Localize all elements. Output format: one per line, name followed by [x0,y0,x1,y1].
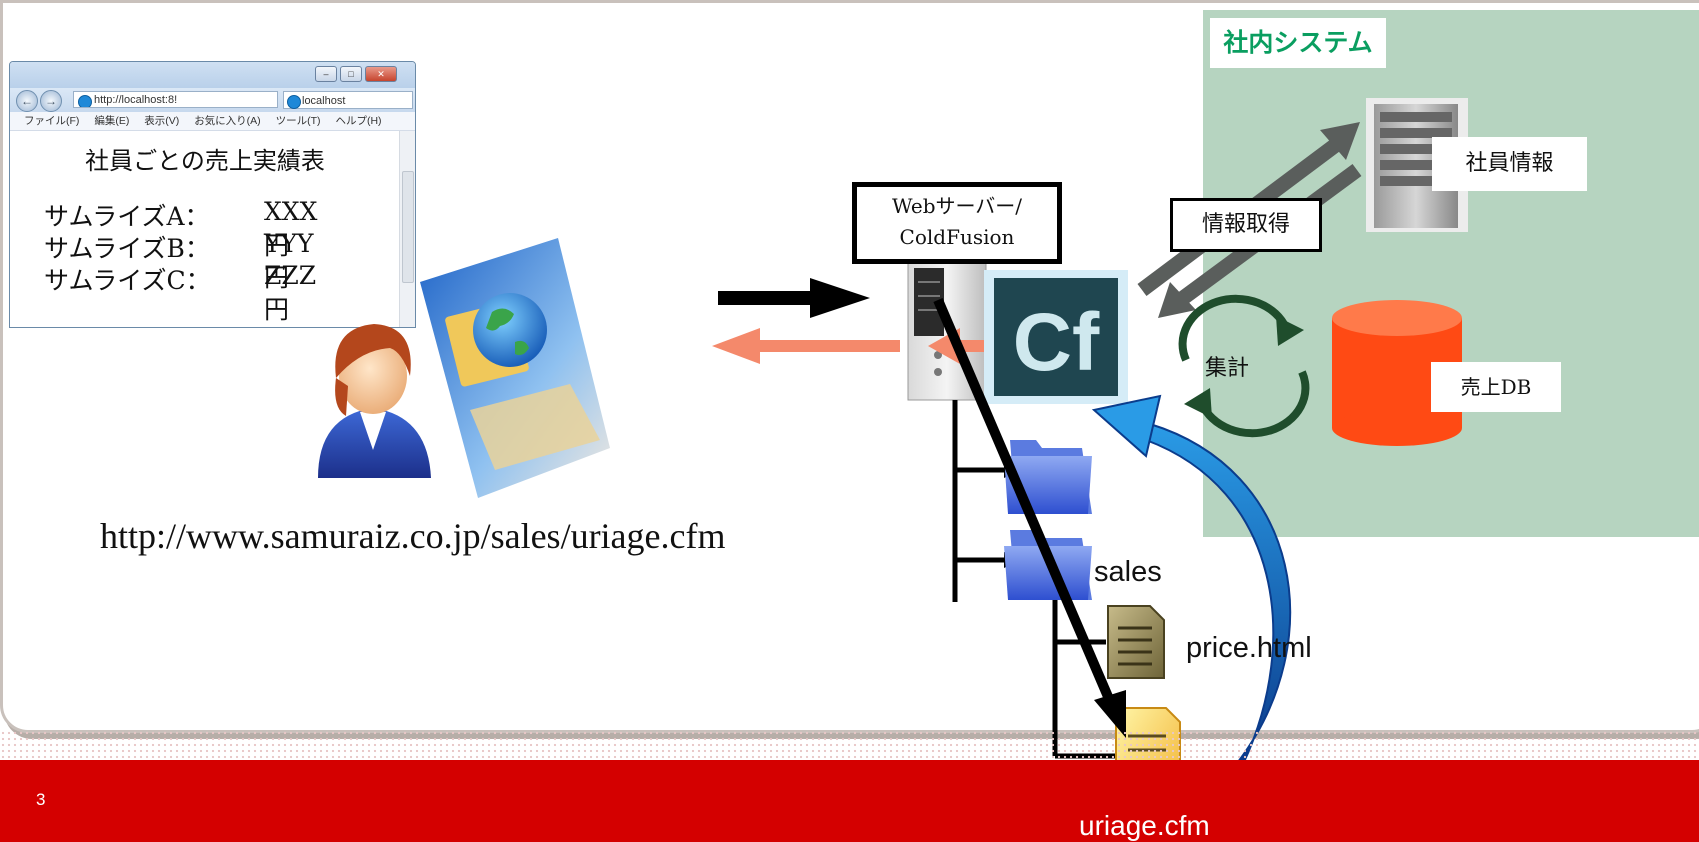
sales-amount: ZZZ円 [264,261,317,324]
scroll-thumb[interactable] [402,171,414,283]
employee-name: サムライズC： [44,266,211,295]
sales-db-label: 売上DB [1431,362,1561,412]
minimize-icon[interactable]: – [315,66,337,82]
employee-info-label: 社員情報 [1432,137,1587,191]
forward-icon[interactable]: → [40,90,62,112]
dotted-band [0,730,1699,760]
user-icon [318,324,431,478]
back-icon[interactable]: ← [16,90,38,112]
close-icon[interactable]: ✕ [365,66,397,82]
browser-window: – □ ✕ ← → http://localhost:8! localhost … [9,61,416,328]
uriage-file-label: uriage.cfm [1079,810,1210,841]
aggregate-label: 集計 [1205,356,1250,381]
aggregate-cycle-icon [1178,294,1310,438]
internal-system-panel [1203,10,1699,537]
browser-address-bar: ← → http://localhost:8! localhost [10,88,415,112]
employee-name: サムライズB： [44,234,210,263]
sales-folder-label: sales [1094,556,1162,588]
aggregate-arrowhead [1276,316,1304,346]
menu-tools[interactable]: ツール(T) [275,115,321,127]
report-row: サムライズC： ZZZ円 [44,261,316,324]
return-curve-arrow [1091,394,1292,763]
menu-file[interactable]: ファイル(F) [24,115,80,127]
response-arrow [712,328,900,364]
report-row: サムライズB： YYY円 [44,229,314,292]
server-label-line1: Webサーバー/ [891,194,1023,218]
computer-globe-icon [420,238,610,498]
menu-help[interactable]: ヘルプ(H) [335,115,382,127]
sales-amount: XXX円 [264,197,318,260]
coldfusion-logo-icon: Cf [984,270,1128,404]
document-icon [1107,605,1165,679]
price-file-label: price.html [1186,632,1312,664]
menu-bar: ファイル(F) 編集(E) 表示(V) お気に入り(A) ツール(T) ヘルプ(… [10,112,415,131]
employee-name: サムライズA： [44,202,210,231]
menu-edit[interactable]: 編集(E) [94,115,130,127]
ie-tab-icon [287,95,301,109]
fetch-label: 情報取得 [1170,198,1322,252]
request-arrow [718,278,870,318]
page-number: 3 [36,790,46,809]
scrollbar[interactable] [399,131,415,327]
coldfusion-logo-text: Cf [1013,297,1100,388]
browser-content: 社員ごとの売上実績表 サムライズA： XXX円 サムライズB： YYY円 サムラ… [10,131,415,327]
browser-titlebar: – □ ✕ [10,62,415,88]
path-arrow [933,298,1126,738]
address-field[interactable]: http://localhost:8! [73,91,278,108]
slide-footer: 3 [0,760,1699,842]
server-label-line2: ColdFusion [899,225,1015,249]
menu-view[interactable]: 表示(V) [144,115,180,127]
aggregate-arrowhead [1184,388,1212,418]
server-label: Webサーバー/ ColdFusion [852,182,1062,264]
tab-title: localhost [302,95,346,107]
request-url: http://www.samuraiz.co.jp/sales/uriage.c… [100,516,726,556]
address-text: http://localhost:8! [94,94,178,106]
sales-amount: YYY円 [264,229,314,292]
report-title: 社員ごとの売上実績表 [85,147,325,175]
internal-system-title: 社内システム [1210,18,1386,68]
browser-tab[interactable]: localhost [283,91,413,109]
report-row: サムライズA： XXX円 [44,197,317,260]
maximize-icon[interactable]: □ [340,66,362,82]
menu-favorites[interactable]: お気に入り(A) [194,115,261,127]
ie-icon [78,95,92,107]
